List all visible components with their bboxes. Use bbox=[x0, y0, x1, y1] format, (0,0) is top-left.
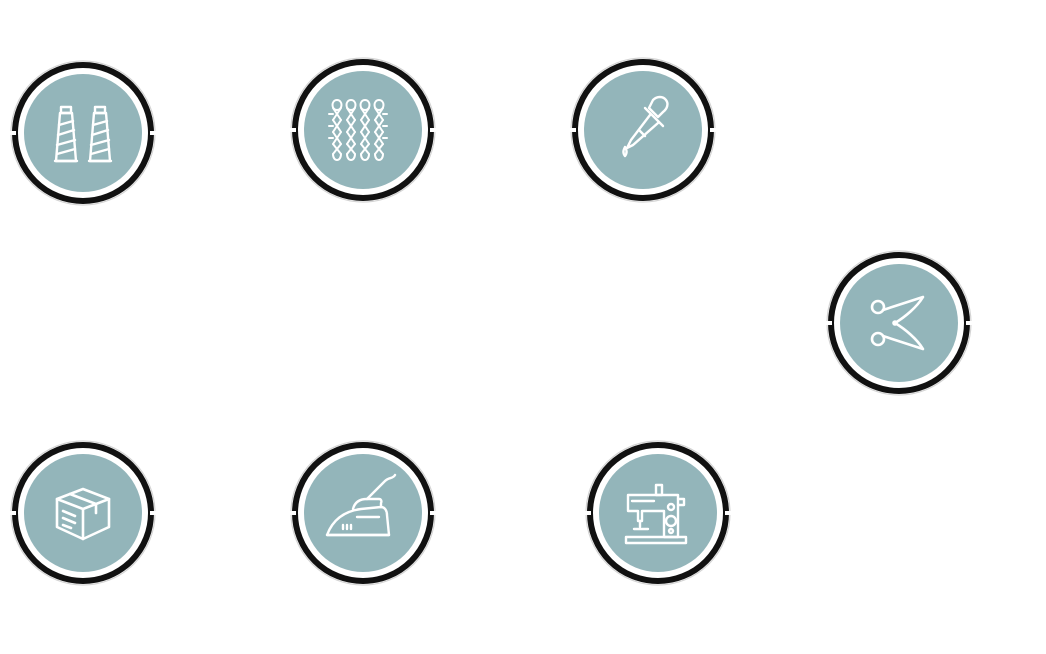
sewing-machine-icon bbox=[618, 473, 698, 553]
dropper-icon bbox=[603, 90, 683, 170]
scissors-icon bbox=[859, 283, 939, 363]
badge-clothes-iron bbox=[290, 440, 436, 586]
badge-package-box bbox=[10, 440, 156, 586]
knit-stitch-icon bbox=[323, 90, 403, 170]
badge-thread-spools bbox=[10, 60, 156, 206]
badge-sewing-machine bbox=[585, 440, 731, 586]
thread-spools-icon bbox=[43, 93, 123, 173]
badge-scissors bbox=[826, 250, 972, 396]
package-box-icon bbox=[43, 473, 123, 553]
badge-dropper bbox=[570, 57, 716, 203]
badge-knit-stitch bbox=[290, 57, 436, 203]
clothes-iron-icon bbox=[323, 473, 403, 553]
